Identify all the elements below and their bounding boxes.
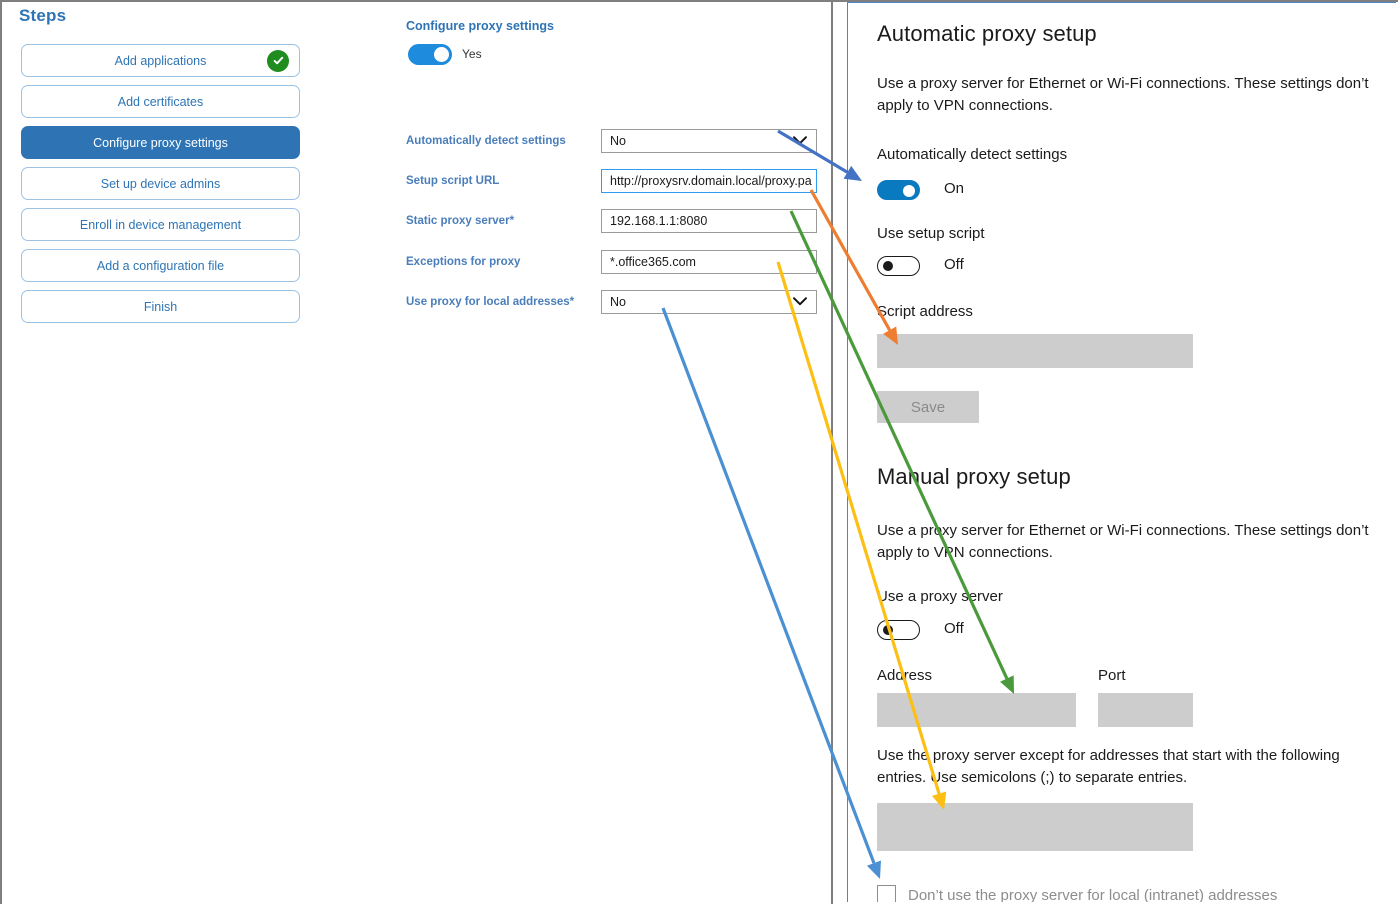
step-item-label: Configure proxy settings [93, 135, 228, 150]
field-label-static-proxy-server: Static proxy server* [406, 215, 514, 227]
bypass-local-addresses-label: Don’t use the proxy server for local (in… [908, 887, 1278, 902]
step-item-label: Add applications [114, 53, 207, 68]
field-value: No [610, 134, 626, 148]
address-input[interactable] [877, 693, 1076, 727]
window-top-border [0, 0, 1398, 2]
exceptions-description: Use the proxy server except for addresse… [877, 747, 1340, 786]
field-input-static-proxy-server[interactable]: 192.168.1.1:8080 [601, 209, 817, 233]
field-select-use-proxy-for-local-addresses[interactable]: No [601, 290, 817, 314]
steps-panel-title: Steps [19, 6, 67, 25]
step-item-enroll-in-device-management[interactable]: Enroll in device management [21, 208, 300, 241]
window-left-border [0, 0, 2, 904]
manual-proxy-setup-description: Use a proxy server for Ethernet or Wi-Fi… [877, 522, 1369, 561]
bypass-local-addresses-checkbox[interactable] [877, 885, 896, 902]
address-label: Address [877, 667, 933, 684]
configure-proxy-toggle[interactable] [408, 44, 452, 65]
exceptions-input[interactable] [877, 803, 1193, 851]
automatic-proxy-setup-description: Use a proxy server for Ethernet or Wi-Fi… [877, 75, 1369, 114]
port-input[interactable] [1098, 693, 1193, 727]
chevron-down-icon[interactable] [793, 134, 807, 148]
step-item-label: Finish [143, 299, 178, 314]
script-address-label: Script address [877, 303, 973, 320]
toggle-knob [903, 185, 915, 197]
use-a-proxy-server-toggle-value: Off [944, 620, 964, 637]
port-label: Port [1098, 667, 1126, 684]
toggle-knob [434, 47, 449, 62]
step-item-configure-proxy-settings[interactable]: Configure proxy settings [21, 126, 300, 159]
field-label-text: Exceptions for proxy [406, 256, 521, 268]
field-label-use-proxy-for-local-addresses: Use proxy for local addresses* [406, 296, 574, 308]
use-a-proxy-server-label: Use a proxy server [877, 588, 1003, 605]
use-setup-script-toggle-value: Off [944, 256, 964, 273]
step-item-label: Add a configuration file [96, 258, 225, 273]
use-setup-script-toggle[interactable] [877, 256, 920, 276]
automatically-detect-settings-label: Automatically detect settings [877, 146, 1068, 163]
field-label-text: Use proxy for local addresses [406, 296, 570, 308]
chevron-down-icon[interactable] [793, 295, 807, 309]
manual-proxy-setup-heading: Manual proxy setup [877, 464, 1071, 489]
field-value: No [610, 295, 626, 309]
automatically-detect-settings-toggle-value: On [944, 180, 965, 197]
step-item-set-up-device-admins[interactable]: Set up device admins [21, 167, 300, 200]
step-item-label: Add certificates [117, 94, 204, 109]
field-label-exceptions-for-proxy: Exceptions for proxy [406, 256, 520, 268]
field-label-automatically-detect-settings: Automatically detect settings [406, 135, 566, 147]
form-heading: Configure proxy settings [406, 19, 554, 33]
field-label-text: Automatically detect settings [406, 135, 566, 147]
step-item-add-applications[interactable]: Add applications [21, 44, 300, 77]
use-a-proxy-server-toggle[interactable] [877, 620, 920, 640]
panel-vertical-divider [831, 0, 833, 904]
field-value: 192.168.1.1:8080 [610, 214, 708, 228]
required-asterisk: * [569, 296, 575, 308]
field-select-automatically-detect-settings[interactable]: No [601, 129, 817, 153]
field-input-exceptions-for-proxy[interactable]: *.office365.com [601, 250, 817, 274]
proxy-form-panel: Configure proxy settings Yes Automatical… [406, 0, 826, 904]
step-item-finish[interactable]: Finish [21, 290, 300, 323]
toggle-knob [883, 625, 893, 635]
field-input-setup-script-url[interactable]: http://proxysrv.domain.local/proxy.pa [601, 169, 817, 193]
use-setup-script-label: Use setup script [877, 225, 985, 242]
field-label-setup-script-url: Setup script URL [406, 175, 499, 187]
step-item-add-a-configuration-file[interactable]: Add a configuration file [21, 249, 300, 282]
toggle-knob [883, 261, 893, 271]
field-value: *.office365.com [610, 255, 696, 269]
configure-proxy-toggle-label: Yes [462, 47, 482, 61]
required-asterisk: * [509, 215, 515, 227]
automatically-detect-settings-toggle[interactable] [877, 180, 920, 200]
script-address-input[interactable] [877, 334, 1193, 368]
field-label-text: Static proxy server [406, 215, 510, 227]
windows-proxy-settings-panel: Automatic proxy setup Use a proxy server… [847, 2, 1396, 902]
step-item-label: Enroll in device management [79, 217, 242, 232]
field-label-text: Setup script URL [406, 175, 500, 187]
field-value: http://proxysrv.domain.local/proxy.pa [610, 174, 812, 188]
check-circle-icon [267, 49, 289, 72]
step-item-label: Set up device admins [100, 176, 221, 191]
save-button[interactable]: Save [877, 391, 979, 423]
automatic-proxy-setup-heading: Automatic proxy setup [877, 21, 1097, 46]
step-item-add-certificates[interactable]: Add certificates [21, 85, 300, 118]
